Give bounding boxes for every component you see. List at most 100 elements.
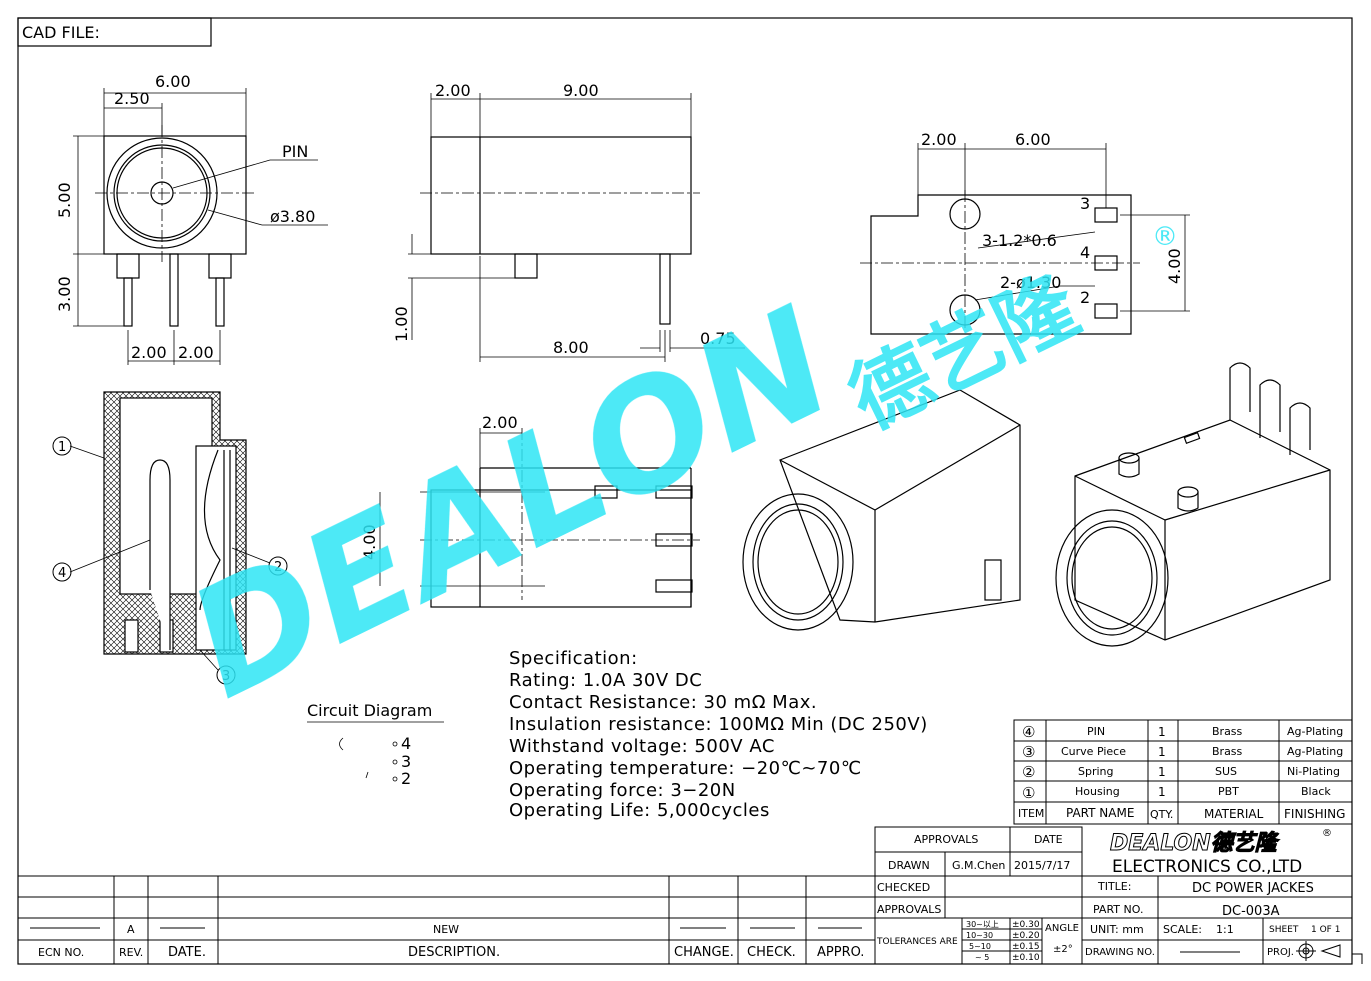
- tb-drawn-label: DRAWN: [888, 859, 930, 872]
- circuit-pin-4: 4: [401, 734, 411, 753]
- tol-value: ±0.15: [1012, 942, 1040, 952]
- watermark: DEALON 德艺隆 ®: [165, 222, 1178, 732]
- rev-header-check: CHECK.: [747, 945, 796, 960]
- dim-pin-length: 3.00: [55, 276, 74, 312]
- watermark-chinese: 德艺隆: [836, 258, 1093, 447]
- rev-header-ecn: ECN NO.: [38, 946, 84, 959]
- dim-front-offset: 2.50: [114, 89, 150, 108]
- title-block: [18, 826, 1363, 964]
- tb-unit: UNIT: mm: [1090, 923, 1144, 936]
- bom-part: Curve Piece: [1061, 745, 1126, 758]
- bom-part: Housing: [1075, 785, 1120, 798]
- bom-item: ①: [1022, 784, 1035, 802]
- tb-drawing-no: DRAWING NO.: [1085, 947, 1155, 958]
- bom-header-qty: QTY.: [1150, 808, 1173, 821]
- spec-line: Operating force: 3−20N: [509, 780, 736, 801]
- bom-finish: Black: [1301, 785, 1331, 798]
- tb-title-label: TITLE:: [1097, 880, 1131, 893]
- spec-line: Rating: 1.0A 30V DC: [509, 670, 702, 691]
- circuit-pin-3: 3: [401, 752, 411, 771]
- tb-approvals: APPROVALS: [914, 833, 978, 846]
- callout-2: 2: [274, 560, 282, 575]
- circuit-pin-2: 2: [401, 769, 411, 788]
- tol-value: ±0.20: [1012, 931, 1040, 941]
- dim-side-pin-thickness: 0.75: [700, 329, 736, 348]
- bom-qty: 1: [1158, 725, 1166, 739]
- tb-angle-label: ANGLE: [1045, 923, 1079, 934]
- rev-value: A: [127, 923, 135, 936]
- dim-front-width: 6.00: [155, 72, 191, 91]
- tb-approvals-2: APPROVALS: [877, 903, 941, 916]
- tol-range: 10~30: [966, 931, 993, 940]
- tb-checked: CHECKED: [877, 881, 930, 894]
- cad-file-label: CAD FILE:: [22, 23, 100, 42]
- bom-header-finish: FINISHING: [1284, 807, 1345, 821]
- rev-description: NEW: [433, 923, 459, 936]
- dim-side-pin-span: 8.00: [553, 338, 589, 357]
- tol-value: ±0.30: [1012, 920, 1040, 930]
- bom-material: PBT: [1218, 785, 1239, 798]
- dim-front-height: 5.00: [55, 182, 74, 218]
- bom-finish: Ni-Plating: [1287, 765, 1340, 778]
- tol-range: 30~以上: [966, 920, 999, 929]
- label-hole-spec: 2-ø1.30: [1000, 273, 1061, 292]
- company-logo: DEALON德艺隆: [1110, 831, 1281, 856]
- rev-header-appro: APPRO.: [817, 945, 864, 960]
- label-pad-4: 4: [1080, 243, 1090, 262]
- tb-tolerances-label: TOLERANCES ARE: [876, 937, 958, 947]
- dim-diameter: ø3.80: [270, 207, 315, 226]
- bom-item: ②: [1022, 763, 1035, 781]
- bom-part: PIN: [1087, 725, 1105, 738]
- bom-material: SUS: [1215, 765, 1237, 778]
- dim-side-front-depth: 2.00: [435, 81, 471, 100]
- footprint-view: [860, 143, 1190, 335]
- label-pad-2: 2: [1080, 288, 1090, 307]
- bom-part: Spring: [1078, 765, 1114, 778]
- bom-header-part: PART NAME: [1066, 806, 1134, 820]
- tol-range: ~ 5: [975, 953, 989, 962]
- watermark-reg: ®: [1152, 222, 1178, 252]
- front-view: [73, 88, 328, 365]
- tb-scale-value: 1:1: [1216, 923, 1234, 936]
- dim-pitch-left: 2.00: [131, 343, 167, 362]
- tb-part-no-label: PART NO.: [1093, 903, 1143, 916]
- bom-item: ③: [1022, 743, 1035, 761]
- rev-header-rev: REV.: [119, 946, 143, 959]
- bom-qty: 1: [1158, 765, 1166, 779]
- label-pad-3: 3: [1080, 194, 1090, 213]
- dim-pitch-right: 2.00: [178, 343, 214, 362]
- top-view: [379, 428, 700, 608]
- company-name: ELECTRONICS CO.,LTD: [1112, 857, 1302, 877]
- bom-material: Brass: [1212, 725, 1243, 738]
- rev-header-date: DATE.: [168, 945, 206, 960]
- tol-value: ±0.10: [1012, 953, 1040, 963]
- tb-part-no-value: DC-003A: [1222, 904, 1280, 919]
- dim-foot-height: 4.00: [1165, 248, 1184, 284]
- tb-angle-value: ±2°: [1053, 944, 1073, 955]
- label-slot-spec: 3-1.2*0.6: [982, 231, 1057, 250]
- bom-header-item: ITEM: [1018, 807, 1044, 820]
- callout-3: 3: [222, 669, 230, 684]
- spec-line: Operating temperature: −20℃~70℃: [509, 758, 862, 779]
- tol-range: 5~10: [969, 942, 991, 951]
- tb-title-value: DC POWER JACKES: [1192, 881, 1314, 896]
- sheet-border: [17, 17, 1353, 965]
- iso-view-front: [742, 389, 1021, 631]
- iso-view-back: [1055, 362, 1331, 647]
- rev-header-change: CHANGE.: [674, 945, 734, 960]
- dim-side-pin-drop: 1.00: [392, 306, 411, 342]
- bom-material: Brass: [1212, 745, 1243, 758]
- bom-finish: Ag-Plating: [1287, 725, 1343, 738]
- callout-4: 4: [58, 566, 66, 581]
- dim-top-height: 4.00: [360, 524, 379, 560]
- spec-line: Insulation resistance: 100MΩ Min (DC 250…: [509, 714, 928, 735]
- bom-rows: ④ PIN 1 Brass Ag-Plating ③ Curve Piece 1…: [1018, 723, 1345, 821]
- logo-reg: ®: [1322, 828, 1332, 839]
- spec-line: Withstand voltage: 500V AC: [509, 736, 775, 757]
- callout-1: 1: [58, 440, 66, 455]
- circuit-symbols: [339, 737, 398, 782]
- spec-line: Specification:: [509, 648, 638, 669]
- bom-table: [1013, 719, 1353, 825]
- specification: Specification: Rating: 1.0A 30V DC Conta…: [509, 648, 928, 821]
